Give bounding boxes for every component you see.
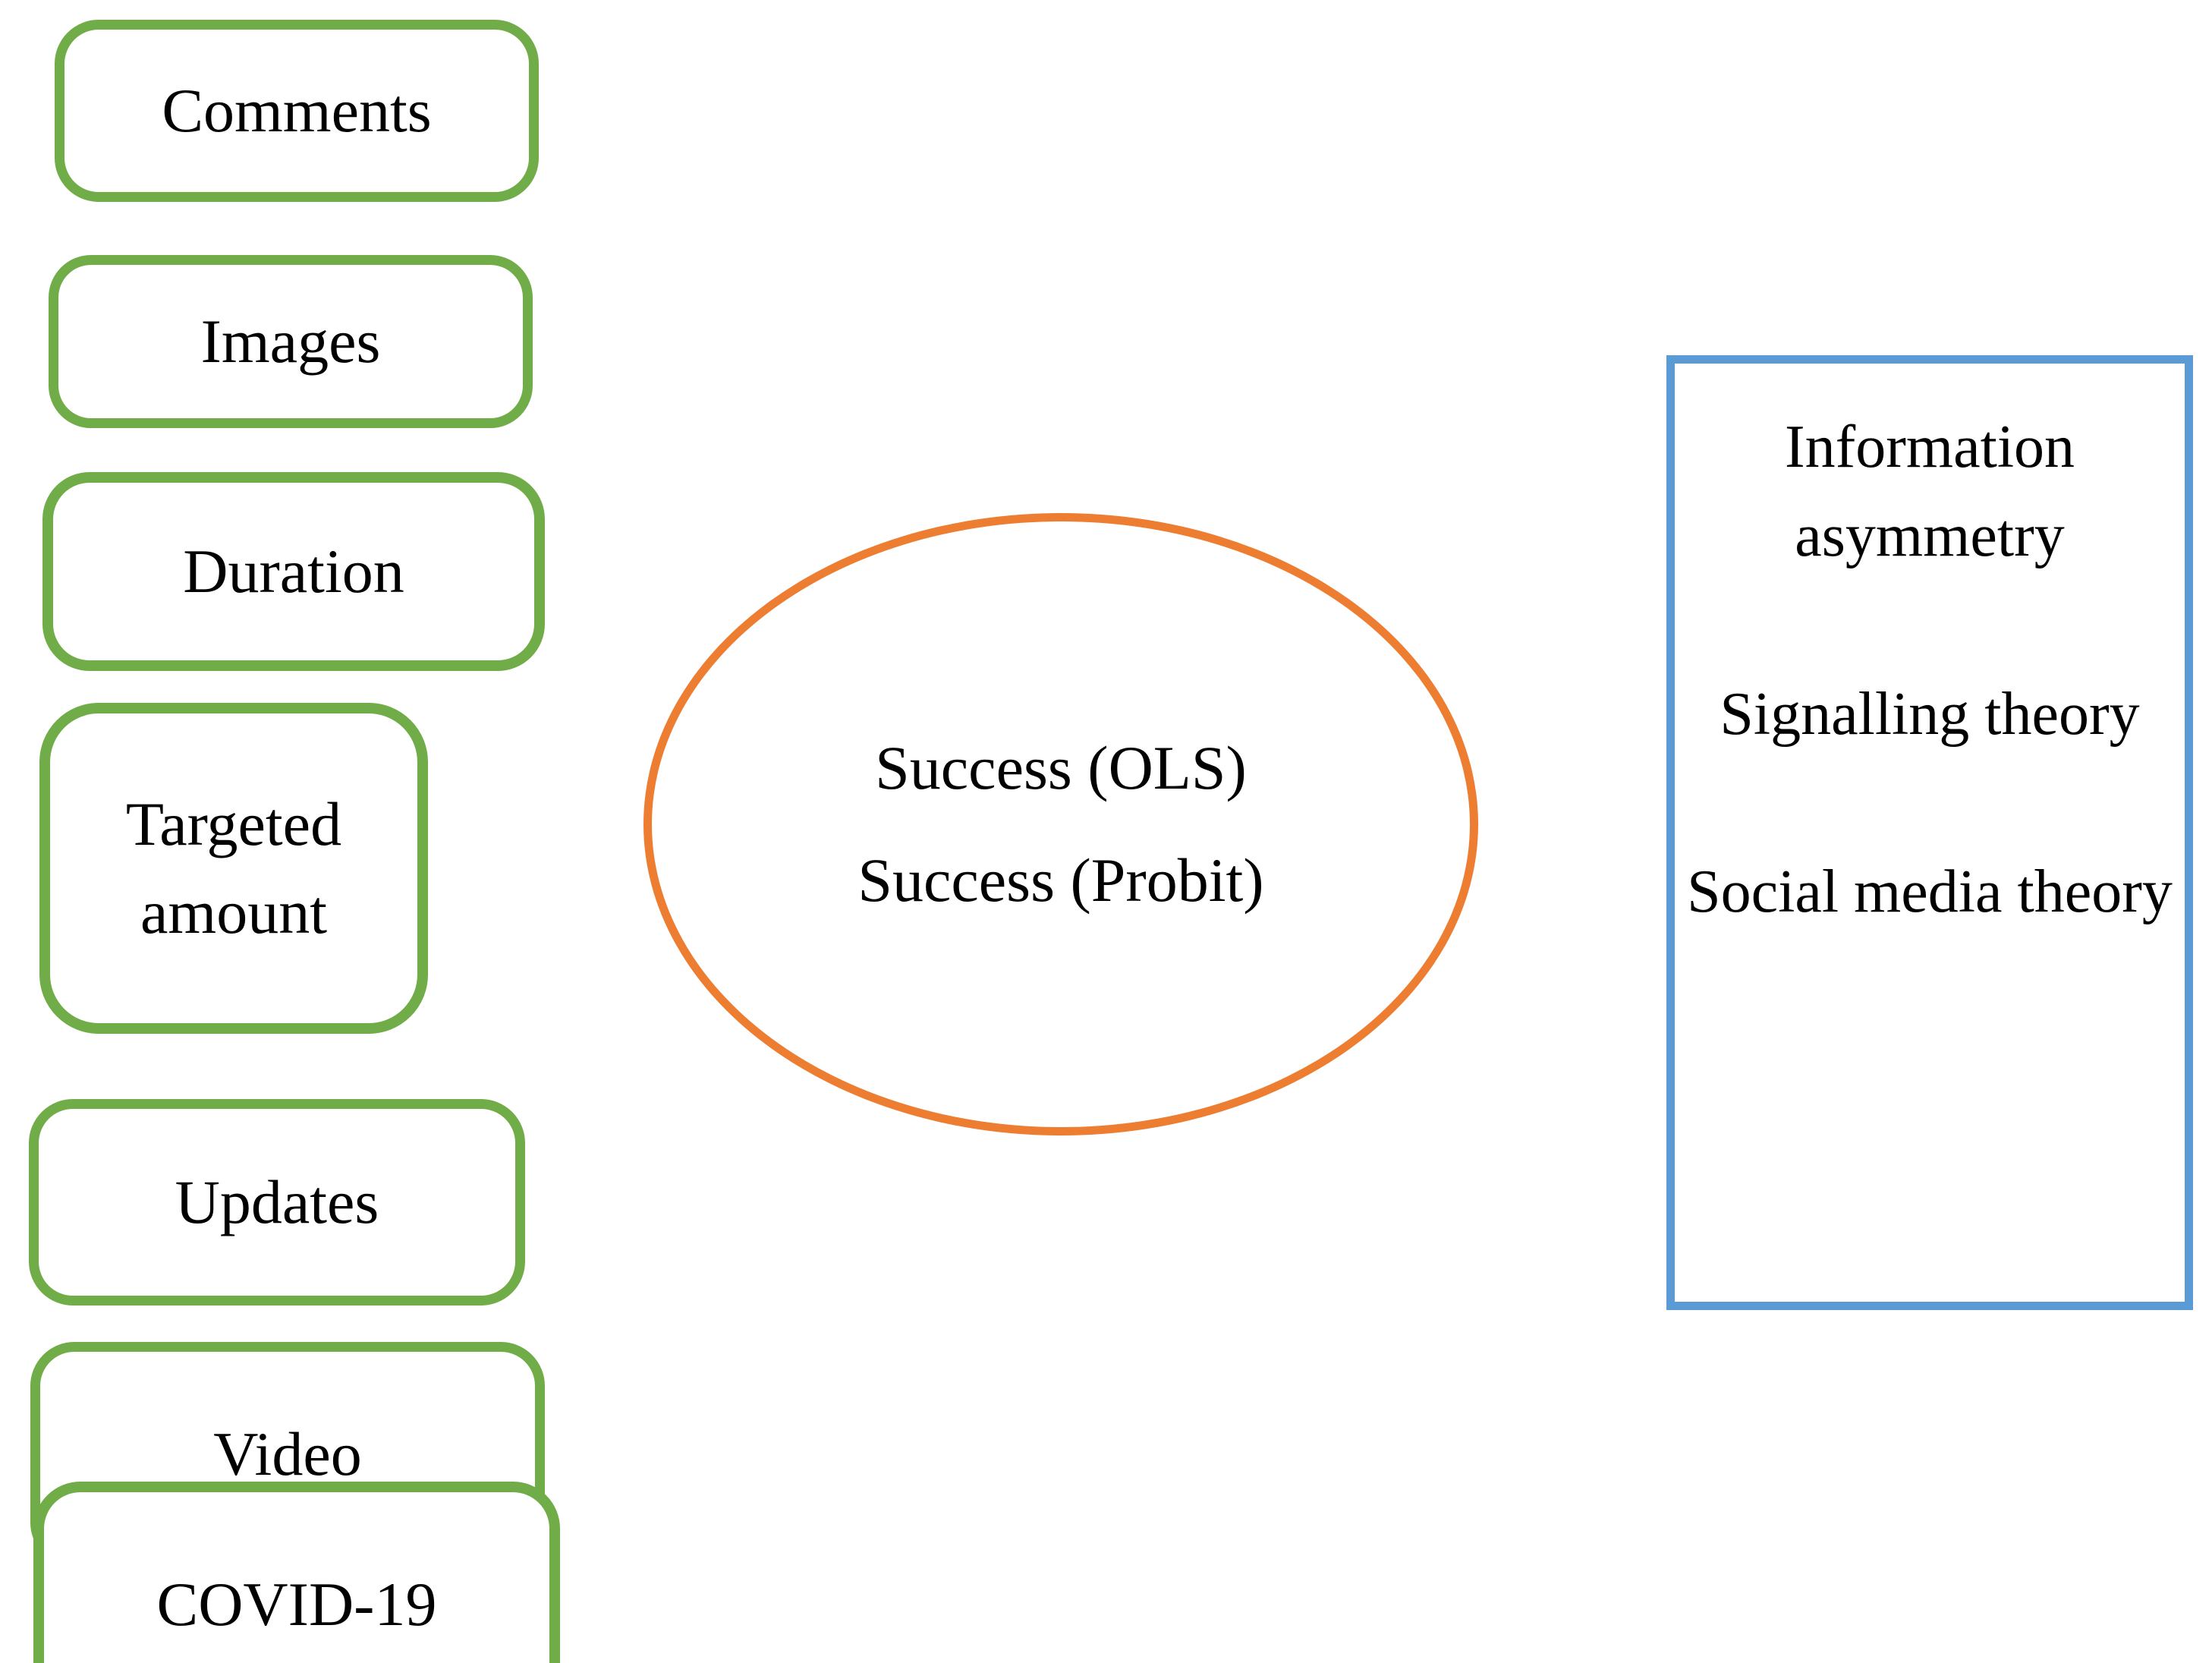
- variable-label: Video: [213, 1419, 362, 1488]
- outcome-line-ols: Success (OLS): [875, 733, 1247, 802]
- variable-label: Duration: [183, 536, 404, 606]
- variable-label: Comments: [162, 75, 432, 145]
- variable-label: Updates: [175, 1167, 379, 1236]
- theory-item-signalling-theory: Signalling theory: [1720, 680, 2140, 748]
- variable-label: Images: [200, 306, 381, 376]
- outcome-ellipse[interactable]: Success (OLS) Success (Probit): [643, 513, 1478, 1135]
- theory-box[interactable]: Information asymmetry Signalling theory …: [1666, 355, 2193, 1310]
- variable-label: Targeted amount: [125, 789, 342, 946]
- theory-item-information-asymmetry: Information asymmetry: [1784, 414, 2075, 569]
- variable-box-images[interactable]: Images: [49, 255, 533, 428]
- variable-box-covid-19[interactable]: COVID-19: [33, 1482, 560, 1663]
- variable-box-updates[interactable]: Updates: [29, 1099, 525, 1306]
- variable-box-duration[interactable]: Duration: [42, 472, 545, 671]
- theory-item-social-media-theory: Social media theory: [1687, 858, 2173, 926]
- outcome-line-probit: Success (Probit): [857, 846, 1264, 915]
- variable-box-comments[interactable]: Comments: [55, 20, 539, 202]
- variable-box-targeted-amount[interactable]: Targeted amount: [39, 703, 428, 1034]
- variable-label: COVID-19: [156, 1569, 437, 1639]
